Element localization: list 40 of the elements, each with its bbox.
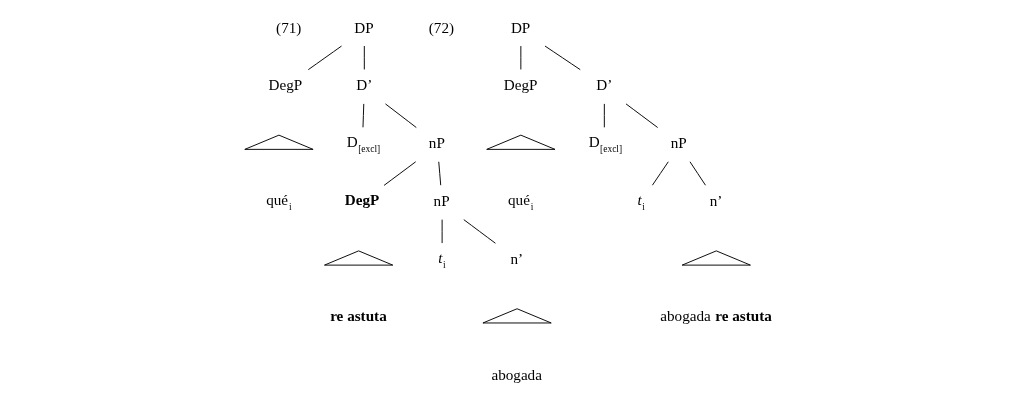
connector [603,103,605,128]
connector [544,45,581,71]
connector [363,45,365,70]
node-text: D$_{[excl]}$ [588,133,622,155]
node-text: DP [510,18,530,36]
node-text: D’ [595,76,612,94]
node-text: DP [353,18,374,36]
connector [307,45,342,71]
node-label: qué$_{i}$ [265,191,292,213]
node-triangle [323,250,393,266]
connector [625,103,658,128]
node-text: DegP [503,76,537,94]
connector [362,103,364,128]
connector [384,103,417,128]
node-label: abogada re astuta [659,306,772,324]
node-label: abogada [490,365,542,383]
node-text: nP [670,134,687,152]
node-text: nP [428,134,445,152]
connector [689,161,706,186]
connector [437,161,441,186]
node-label: qué$_{i}$ [507,191,533,213]
label: (71) [275,18,301,36]
node-triangle [485,134,555,150]
node-text: n’ [709,192,722,210]
node-text: D$_{[excl]}$ [346,133,380,155]
node-text: nP [433,192,450,210]
node-triangle [243,134,314,150]
node-text: DegP [344,191,379,209]
connector [462,219,496,244]
node-text: DegP [268,76,302,94]
node-label: re astuta [329,306,387,324]
node-text: t$_{i}$ [437,249,446,271]
node-text: n’ [509,249,523,267]
label: (72) [428,18,454,36]
node-text: D’ [355,76,372,94]
connector [383,161,416,186]
node-text: t$_{i}$ [637,191,645,213]
connector [651,161,669,186]
node-triangle [681,250,751,266]
node-triangle [481,308,552,324]
